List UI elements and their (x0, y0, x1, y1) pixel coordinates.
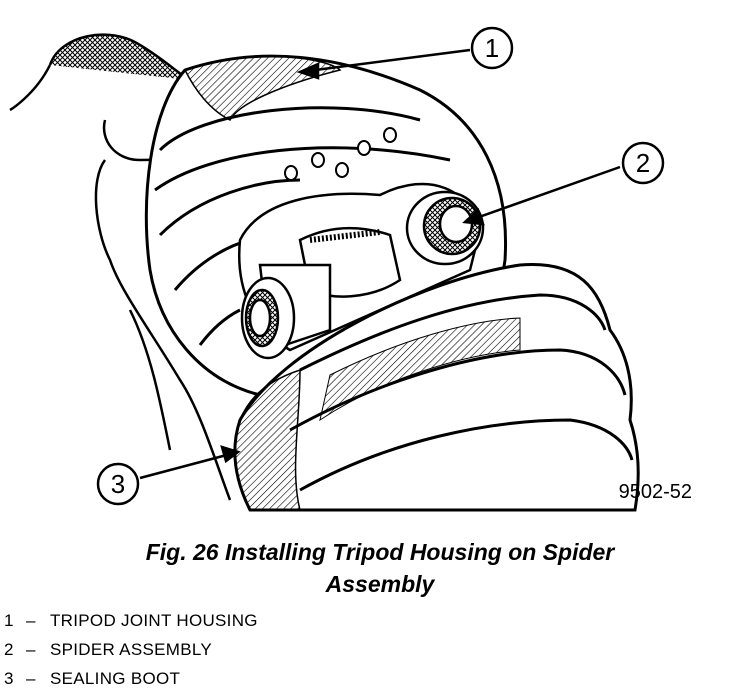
legend-label: TRIPOD JOINT HOUSING (50, 611, 258, 630)
legend-item: 2–SPIDER ASSEMBLY (4, 635, 258, 664)
callout-2-number: 2 (636, 148, 650, 178)
legend-separator: – (26, 640, 36, 659)
figure-illustration: 1 2 3 9502-52 (9, 26, 692, 512)
leader-lines (139, 48, 621, 480)
caption-line-1: Fig. 26 Installing Tripod Housing on Spi… (145, 539, 615, 565)
figure-code: 9502-52 (619, 481, 692, 503)
legend-item: 1–TRIPOD JOINT HOUSING (4, 606, 258, 635)
spider-assembly (240, 190, 485, 360)
legend-number: 2 (4, 640, 14, 659)
figure-caption: Fig. 26 Installing Tripod Housing on Spi… (60, 536, 700, 600)
caption-line-2: Assembly (325, 571, 435, 597)
leader-line-2 (464, 165, 621, 224)
legend-item: 3–SEALING BOOT (4, 664, 258, 693)
leader-line-1 (299, 48, 471, 74)
sealing-boot (233, 262, 640, 512)
legend-separator: – (26, 669, 36, 688)
legend-number: 3 (4, 669, 14, 688)
leader-line-3 (139, 450, 239, 480)
legend-number: 1 (4, 611, 14, 630)
callout-3-number: 3 (111, 469, 125, 499)
callout-2: 2 (621, 141, 665, 185)
callout-1: 1 (470, 26, 514, 70)
callout-3: 3 (96, 462, 140, 506)
legend: 1–TRIPOD JOINT HOUSING 2–SPIDER ASSEMBLY… (4, 606, 258, 693)
legend-separator: – (26, 611, 36, 630)
legend-label: SPIDER ASSEMBLY (50, 640, 212, 659)
callout-1-number: 1 (485, 33, 499, 63)
hand-drawing (9, 33, 240, 501)
legend-label: SEALING BOOT (50, 669, 181, 688)
